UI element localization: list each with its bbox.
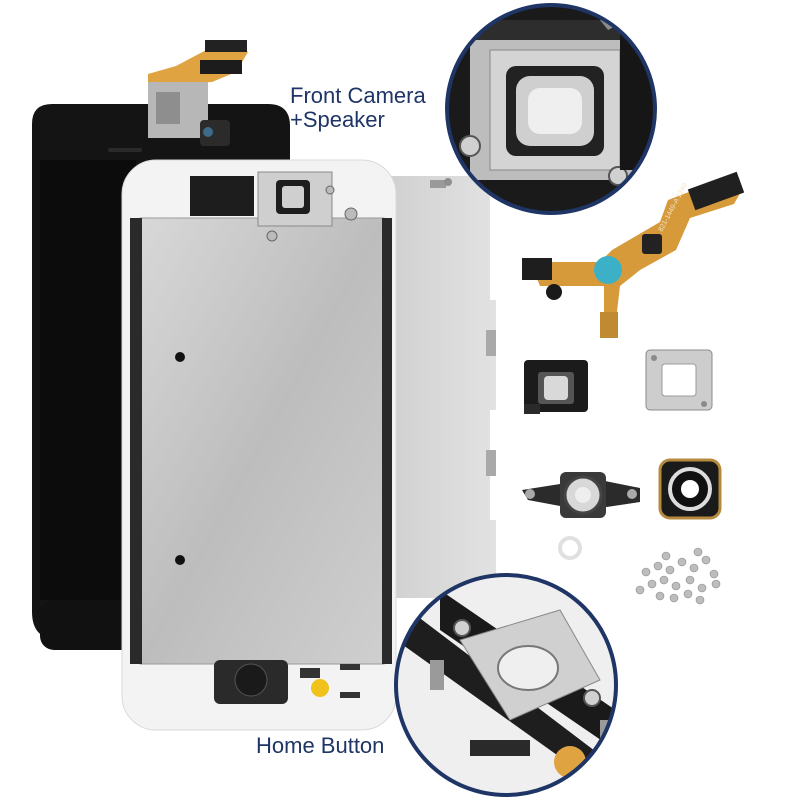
home-button-label: Home Button [256, 733, 385, 758]
black-screen-assembly [32, 40, 290, 650]
home-button-zoom-inset [394, 573, 618, 797]
screw-pile [635, 547, 721, 605]
front-camera-speaker-label: Front Camera +Speaker [290, 84, 426, 132]
lcd-shield-plate [380, 176, 496, 598]
front-camera-label-line1: Front Camera [290, 83, 426, 108]
home-button-key [658, 458, 722, 520]
white-screen-assembly [121, 159, 397, 731]
front-camera-zoom-inset [445, 3, 657, 215]
earpiece-speaker [524, 360, 588, 414]
gasket-ring [558, 536, 582, 560]
home-button-flex [522, 472, 640, 518]
front-camera-label-line2: +Speaker [290, 107, 385, 132]
earpiece-bracket [645, 349, 713, 411]
front-camera-flex: 821-1449-A 1240 [522, 171, 745, 338]
